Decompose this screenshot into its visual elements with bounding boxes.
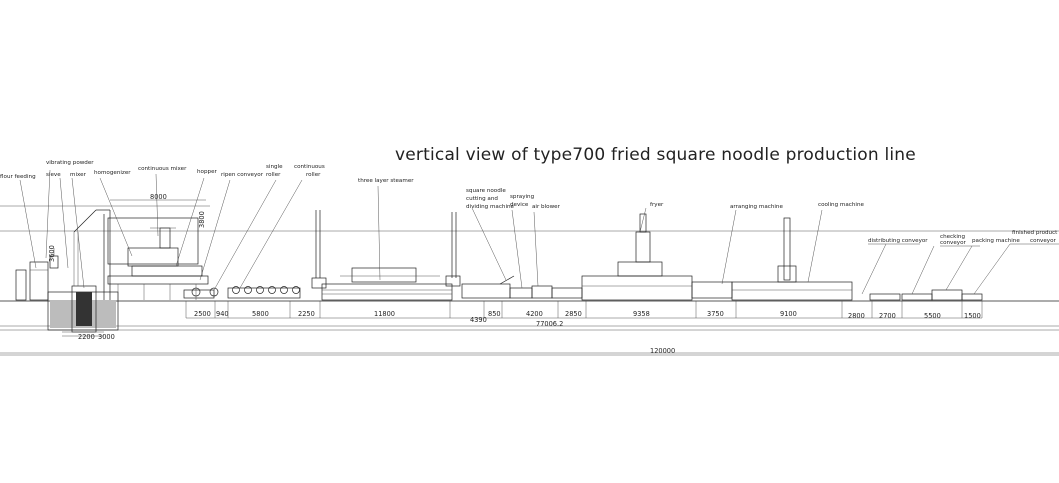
homogenizer-frame bbox=[73, 209, 209, 300]
label-finished-product: finished product bbox=[1012, 230, 1058, 236]
label-ripen-conveyor: ripen conveyor bbox=[221, 172, 264, 178]
steamer-chimney-right bbox=[445, 212, 461, 287]
label-three-layer-steamer: three layer steamer bbox=[358, 178, 414, 184]
label-arranging-machine: arranging machine bbox=[730, 204, 783, 210]
label-roller: roller bbox=[266, 172, 281, 178]
cooling-machine bbox=[731, 217, 853, 301]
label-conveyor-2: conveyor bbox=[1030, 238, 1057, 244]
equipment-labels: flour feeding vibrating powder sieve mix… bbox=[0, 160, 1058, 246]
arranging-machine bbox=[691, 281, 733, 299]
dim-2200: 2200 bbox=[78, 333, 95, 341]
dim-5800: 5800 bbox=[252, 310, 269, 318]
label-homogenizer: homogenizer bbox=[94, 170, 131, 176]
dim-2250: 2250 bbox=[298, 310, 315, 318]
label-cutting-and: cutting and bbox=[466, 196, 498, 202]
dim-1500: 1500 bbox=[964, 312, 981, 320]
dim-850: 850 bbox=[488, 310, 501, 318]
checking-conveyor bbox=[901, 293, 933, 301]
dim-8000: 8000 bbox=[150, 193, 167, 201]
dimension-labels: 8000 3800 3600 2500 940 5800 2250 11800 … bbox=[48, 193, 981, 355]
label-continuous-mixer: continuous mixer bbox=[138, 166, 187, 172]
leader-lines bbox=[19, 169, 1059, 295]
label-hopper: hopper bbox=[197, 169, 218, 175]
dim-3800: 3800 bbox=[198, 211, 206, 228]
dim-120000: 120000 bbox=[650, 347, 675, 355]
flour-feeding-unit bbox=[15, 248, 59, 301]
mixer-pit bbox=[47, 232, 119, 337]
label-device: device bbox=[510, 202, 529, 208]
label-cooling-machine: cooling machine bbox=[818, 202, 864, 208]
label-dividing-machine: dividing machine bbox=[466, 204, 515, 210]
dim-2500: 2500 bbox=[194, 310, 211, 318]
reference-lines bbox=[0, 205, 1059, 356]
equipment bbox=[15, 209, 983, 337]
dim-5500: 5500 bbox=[924, 312, 941, 320]
dimension-ticks bbox=[110, 199, 983, 319]
dim-940: 940 bbox=[216, 310, 229, 318]
dim-3000: 3000 bbox=[98, 333, 115, 341]
label-conveyor: conveyor bbox=[940, 240, 967, 246]
label-checking: checking bbox=[940, 234, 965, 240]
dim-4390: 4390 bbox=[470, 316, 487, 324]
packing-machine bbox=[931, 289, 983, 301]
dim-9100: 9100 bbox=[780, 310, 797, 318]
label-vibrating-powder: vibrating powder bbox=[46, 160, 94, 166]
label-distributing-conveyor: distributing conveyor bbox=[868, 238, 928, 244]
distributing-conveyor bbox=[869, 293, 901, 301]
label-square-noodle: square noodle bbox=[466, 188, 506, 194]
dim-4200: 4200 bbox=[526, 310, 543, 318]
dim-2700: 2700 bbox=[879, 312, 896, 320]
label-air-blower: air blower bbox=[532, 204, 561, 210]
label-spraying: spraying bbox=[510, 194, 535, 200]
dim-3750: 3750 bbox=[707, 310, 724, 318]
label-mixer: mixer bbox=[70, 172, 87, 178]
label-fryer: fryer bbox=[650, 202, 664, 208]
three-layer-steamer bbox=[321, 267, 453, 301]
label-continuous: continuous bbox=[294, 164, 325, 170]
drawing-title: vertical view of type700 fried square no… bbox=[395, 145, 916, 165]
label-packing-machine: packing machine bbox=[972, 238, 1020, 244]
label-roller-2: roller bbox=[306, 172, 321, 178]
label-flour-feeding: flour feeding bbox=[0, 174, 36, 180]
fryer bbox=[581, 213, 693, 301]
roller-line bbox=[227, 286, 301, 299]
dim-77006: 77006.2 bbox=[536, 320, 563, 328]
label-single: single bbox=[266, 164, 283, 170]
dim-2800: 2800 bbox=[848, 312, 865, 320]
label-sieve: sieve bbox=[46, 172, 61, 178]
dim-3600: 3600 bbox=[48, 245, 56, 262]
dim-11800: 11800 bbox=[374, 310, 395, 318]
ripen-conveyor bbox=[183, 287, 219, 299]
steamer-chimney-left bbox=[311, 210, 327, 289]
dim-9358: 9358 bbox=[633, 310, 650, 318]
dim-2850: 2850 bbox=[565, 310, 582, 318]
